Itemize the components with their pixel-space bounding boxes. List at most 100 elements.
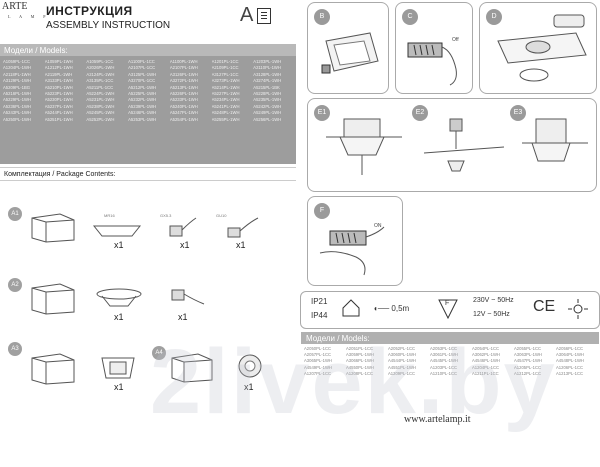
model-item: A2118PL-1WH	[3, 71, 31, 77]
qty-a1-2: x1	[180, 240, 190, 250]
qty-a2-1: x1	[114, 312, 124, 322]
model-item: A2119PL-1WH	[44, 71, 73, 77]
model-item: A1100PL-1WH	[169, 59, 198, 64]
model-item: A3272PL-1WH	[169, 78, 198, 84]
panel-f: F ON	[307, 196, 403, 286]
models-header: Модели / Models:	[0, 44, 296, 56]
model-item: A5238PL-1WH	[86, 103, 115, 109]
model-item-2: A2050PL-1CC	[304, 346, 332, 351]
ce-mark: CE	[533, 298, 556, 315]
model-item-2: A2052PL-1CC	[388, 346, 416, 351]
model-item-2: A1207PL-1CC	[304, 370, 332, 376]
model-item: A3270PL-1CC	[128, 78, 156, 84]
part-label-gx53: GX5.3	[160, 213, 172, 218]
qty-a1-3: x1	[236, 240, 246, 250]
model-item: A5236PL-1WH	[3, 103, 31, 109]
model-item-2: A4551PL-1WH	[388, 364, 416, 370]
part-label-mr16: MR16	[104, 213, 115, 218]
model-item: A5209PL-1BG	[3, 84, 31, 90]
model-item: A5255PL-1WH	[211, 116, 240, 122]
model-item: A5249PL-1WH	[253, 110, 282, 116]
panel-c-off: Off	[452, 37, 459, 43]
ip44-label: IP44	[311, 311, 328, 320]
model-item-2: A1203PL-1CC	[430, 364, 458, 370]
model-item: A5213PL-1WH	[169, 84, 198, 90]
panel-f-drawing	[319, 226, 385, 276]
model-item-2: A4548PL-1WH	[556, 358, 584, 364]
model-item: A1059PL-1WH	[44, 59, 73, 64]
row-a2-badge: A2	[8, 278, 22, 292]
model-item: A5226PL-1WH	[169, 91, 198, 97]
model-item: A1059PL-1CC	[86, 59, 114, 64]
lamp-mr16-drawing	[92, 225, 142, 237]
model-item-2: A2056PL-1CC	[556, 346, 584, 351]
sun-icon	[568, 299, 588, 319]
voltage-230: 230V ~ 50Hz	[473, 297, 514, 304]
model-item: A5245PL-1WH	[86, 110, 115, 116]
model-item-2: A1209PL-1CC	[388, 370, 416, 376]
model-item: A5256PL-1WH	[253, 116, 282, 122]
model-item: A5237PL-1WH	[44, 103, 73, 109]
model-item: A5242PL-1WH	[253, 103, 282, 109]
model-item: A5251PL-1WH	[44, 116, 73, 122]
left-half: ARTE L A M P ИНСТРУКЦИЯ ASSEMBLY INSTRUC…	[0, 0, 298, 467]
model-item-2: A1212PL-1CC	[514, 370, 542, 376]
model-item: A2107PL-1CC	[128, 65, 156, 71]
model-item-2: A1204PL-1CC	[472, 364, 500, 370]
qty-a3-1: x1	[114, 382, 124, 392]
model-item: A5248PL-1WH	[211, 110, 240, 116]
panel-f-on: ON	[374, 223, 382, 229]
model-item: A2107PL-1WH	[169, 65, 198, 71]
model-item: A3128PL-1WH	[253, 71, 282, 77]
model-item: A5223PL-1WH	[44, 91, 73, 97]
model-item: A3135PL-1CC	[86, 78, 114, 84]
part-label-gu10: GU10	[216, 213, 227, 218]
website-url[interactable]: www.artelamp.it	[404, 414, 471, 425]
model-item: A1212PL-1WH	[44, 65, 73, 71]
frame-a4-drawing	[171, 353, 213, 383]
qty-a4-1: x1	[244, 382, 254, 392]
model-item-2: A1211PL-1CC	[472, 370, 499, 376]
model-item: A5225PL-1WH	[128, 91, 157, 97]
model-item: A1203PL-1WH	[253, 59, 282, 64]
panel-e3-drawing	[522, 118, 588, 162]
crystal-a4-drawing	[238, 354, 262, 378]
model-item: A5230PL-1WH	[44, 97, 73, 103]
house-icon	[342, 299, 360, 317]
model-item: A3125PL-1WH	[128, 71, 157, 77]
model-item: A1201PL-1CC	[211, 59, 239, 64]
model-item: A2110PL-1WH	[253, 65, 281, 71]
spec-row: IP21 IP44 ◖── 0,5m F 230V ~ 50Hz 12V ~ 5…	[300, 291, 600, 329]
model-item: A1059PL-1CC	[3, 59, 31, 64]
model-item-2: A3061PL-1WH	[430, 352, 458, 358]
model-item-2: A3060PL-1WH	[388, 352, 416, 358]
model-item: A5229PL-1WH	[3, 97, 31, 103]
model-item: A5212PL-1WH	[128, 84, 157, 90]
row-a4-badge: A4	[152, 346, 166, 360]
title-ru: ИНСТРУКЦИЯ	[46, 4, 133, 18]
model-item: A5233PL-1WH	[169, 97, 198, 103]
model-item-2: A2051PL-1CC	[346, 346, 374, 351]
frame-a2-drawing	[31, 283, 75, 315]
model-item: A5216PL-1WH	[3, 91, 31, 97]
model-item: A5215PL-1BK	[253, 84, 280, 90]
panel-b-drawing	[321, 32, 379, 74]
model-item-2: A2055PL-1CC	[514, 346, 542, 351]
panel-e2-drawing	[423, 118, 505, 172]
panel-d: D	[479, 2, 597, 94]
row-a3-badge: A3	[8, 342, 22, 356]
model-item-2: A2057PL-1CC	[304, 352, 332, 358]
model-item: A3274PL-1WH	[253, 78, 282, 84]
panel-b: B	[307, 2, 389, 94]
model-item: A2124PL-1WH	[86, 71, 115, 77]
model-item: A5231PL-1WH	[86, 97, 115, 103]
model-item: A5227PL-1WH	[211, 91, 240, 97]
title-en: ASSEMBLY INSTRUCTION	[46, 20, 171, 31]
model-item-2: A2054PL-1CC	[472, 346, 500, 351]
model-item: A5244PL-1WH	[44, 110, 73, 116]
qty-a1-1: x1	[114, 240, 124, 250]
qty-a2-2: x1	[178, 312, 188, 322]
ip21-label: IP21	[311, 297, 328, 306]
model-item: A5253PL-1WH	[128, 116, 157, 122]
